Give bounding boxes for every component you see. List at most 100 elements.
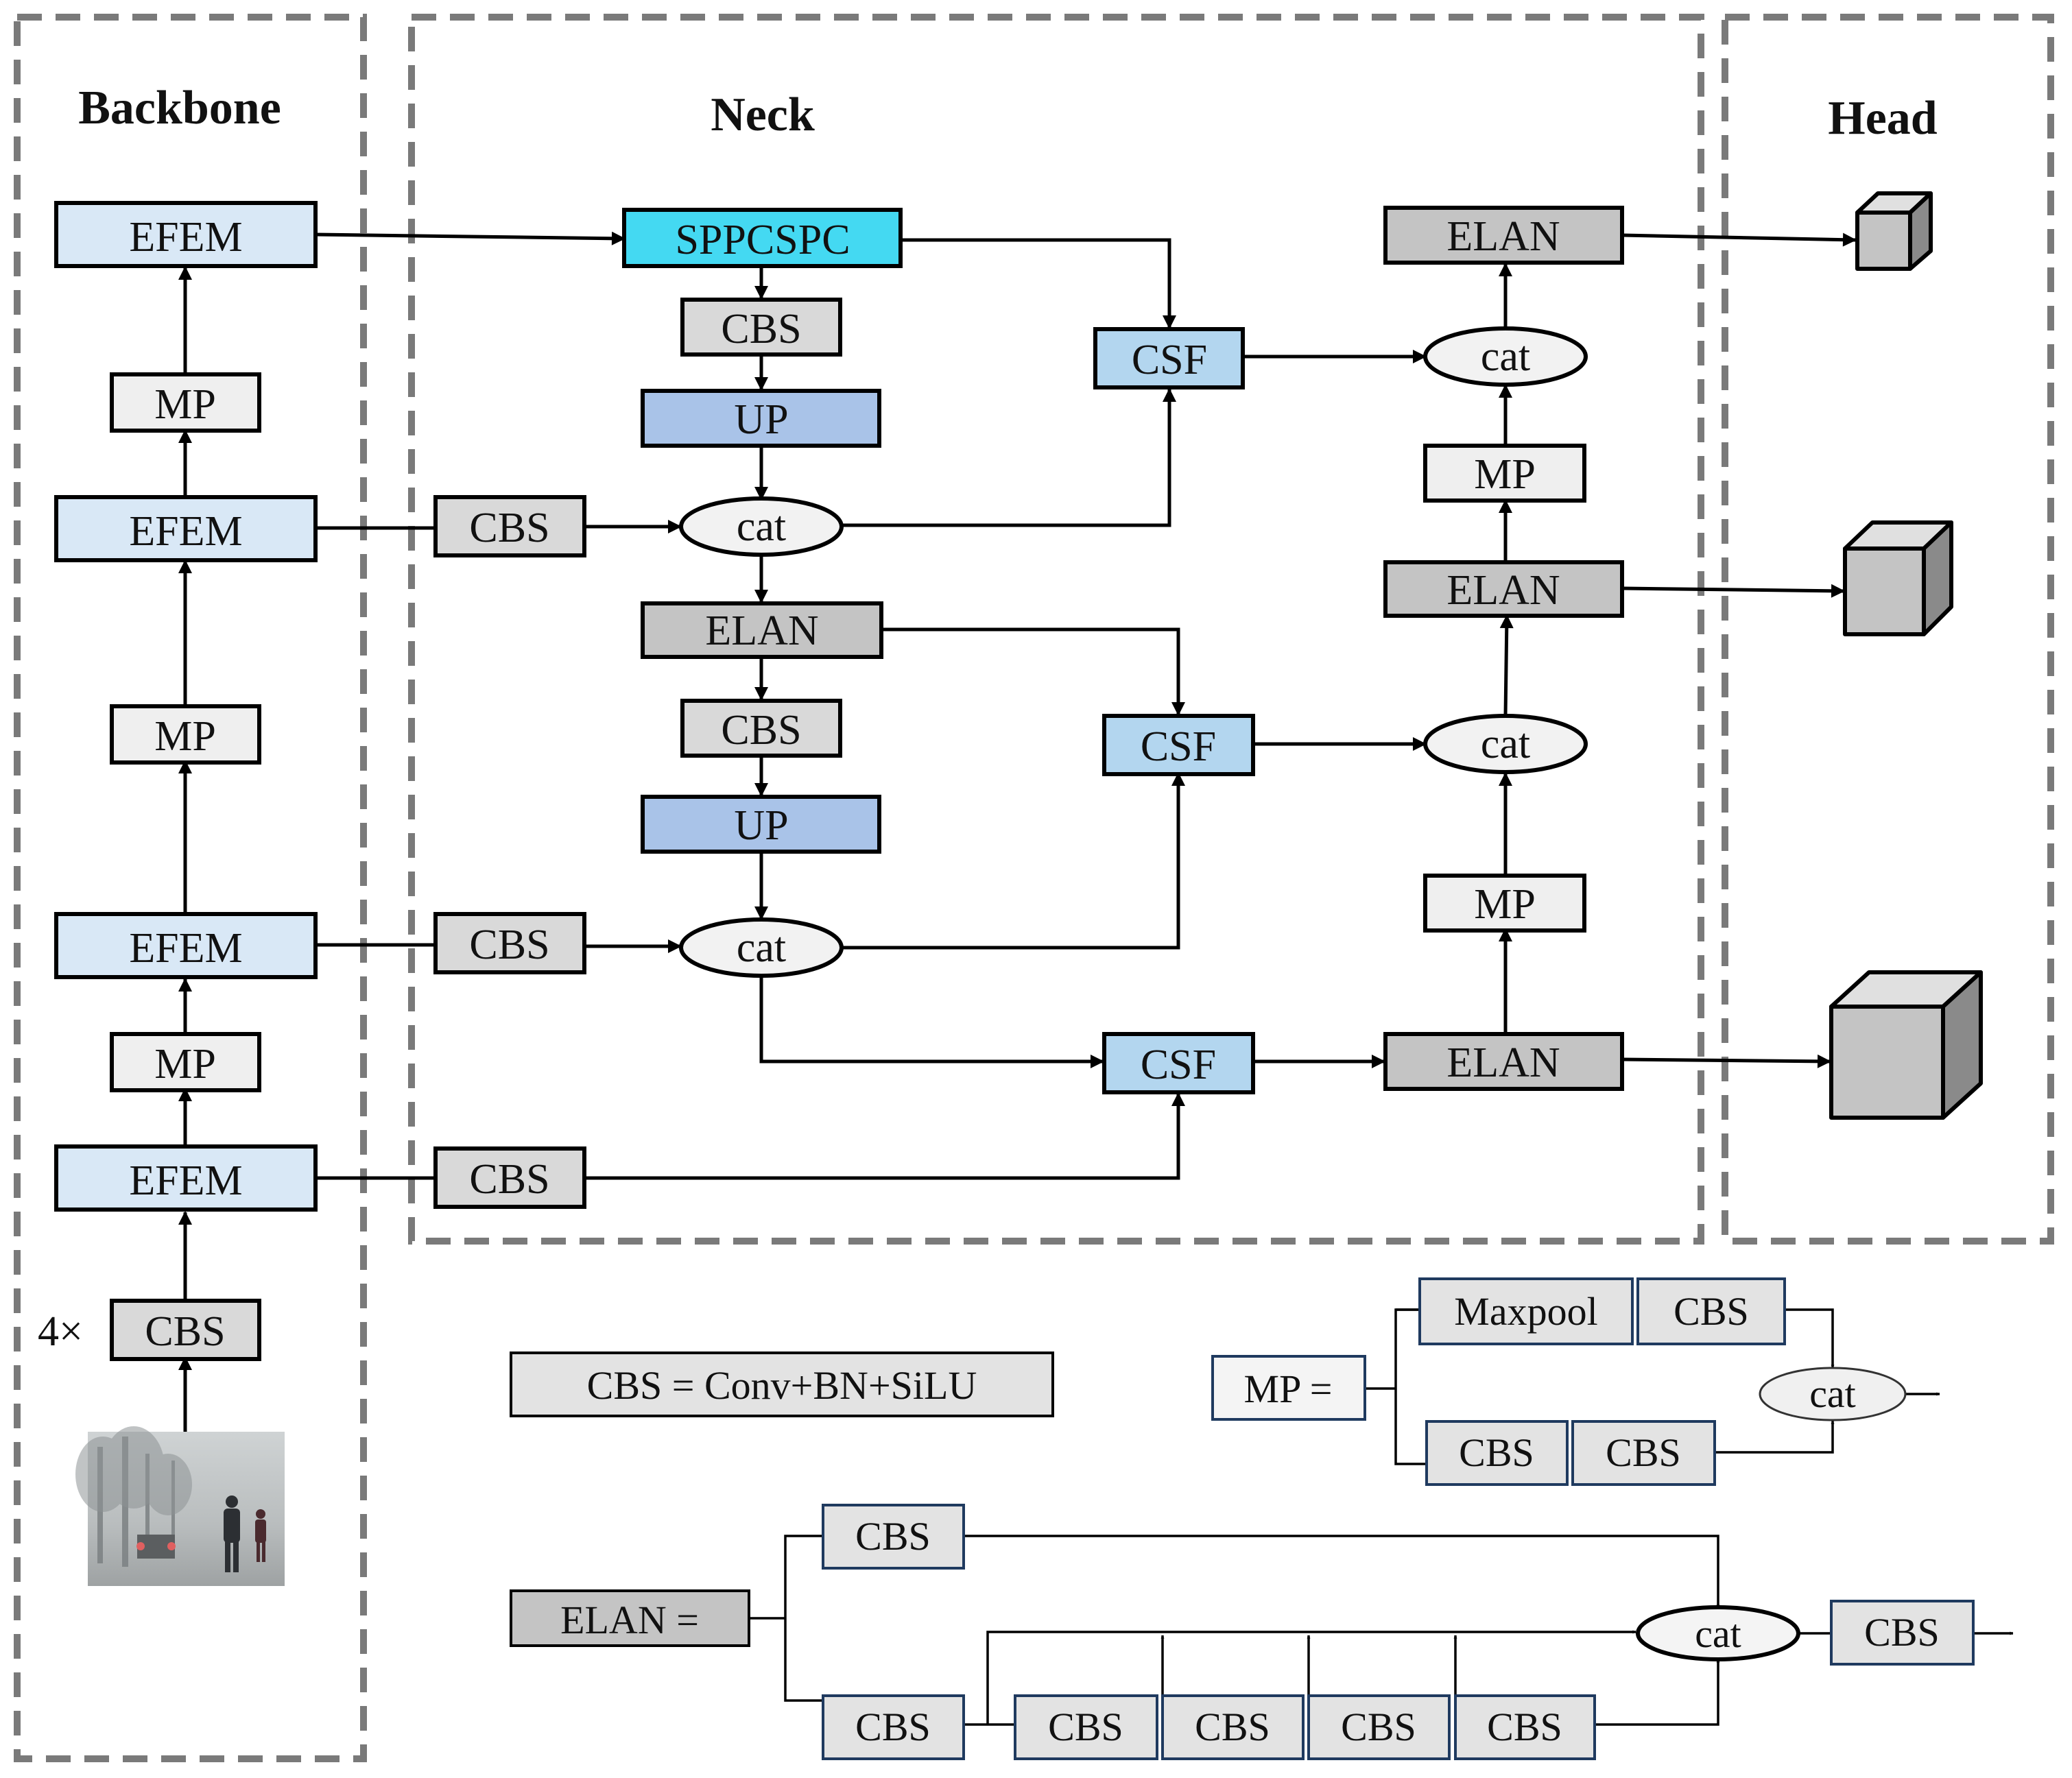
output-cube-large <box>1829 970 1983 1120</box>
elan-def-cbs-bottom <box>822 1694 965 1760</box>
neck-elan-2 <box>1383 206 1624 265</box>
cbs-definition-text: CBS = Conv+BN+SiLU <box>587 1363 977 1408</box>
cat-node-4-label: cat <box>1481 721 1530 767</box>
neck-elan-4 <box>1383 1032 1624 1091</box>
elan-def-cbs-out <box>1830 1600 1975 1666</box>
wire-cat2-to-csf3 <box>759 975 1104 1068</box>
mp-def-wire-top-out <box>1785 1308 1835 1369</box>
neck-cbs-2 <box>433 912 586 974</box>
cat-node-3-label: cat <box>1481 333 1530 380</box>
elan-def-cbs-chain-1 <box>1014 1694 1158 1760</box>
neck-cbs-5 <box>680 699 842 758</box>
input-cbs-block <box>110 1299 261 1361</box>
head-title: Head <box>1828 92 1938 145</box>
output-cube-medium <box>1843 520 1953 636</box>
legend-elan: ELAN = CBS CBS CBS CBS CBS CBS cat CBS <box>510 1504 2014 1760</box>
elan-def-wire-bypass <box>986 1630 1636 1725</box>
wire-spp-to-csf1 <box>901 238 1176 329</box>
neck-cbs-3 <box>433 1146 586 1209</box>
elan-def-wire-split <box>784 1535 823 1702</box>
wire-elan4-to-head-large <box>1621 1054 1831 1068</box>
neck-cbs-4-label: CBS <box>721 306 801 352</box>
csf-block-1-label: CSF <box>1132 337 1207 383</box>
mp-def-cbs-top <box>1636 1277 1786 1345</box>
elan-def-cbs-chain-4 <box>1454 1694 1596 1760</box>
wire-cbs-to-csf3 <box>584 1092 1185 1180</box>
efem-block-3-label: EFEM <box>129 925 242 972</box>
neck-frame <box>408 14 1704 1245</box>
neck-cbs-4 <box>680 298 842 357</box>
efem-block-4-label: EFEM <box>129 1157 242 1204</box>
elan-def-cbs-top-label: CBS <box>855 1514 931 1559</box>
cbs-definition-box <box>510 1351 1054 1417</box>
elan-def-label-box <box>510 1589 750 1647</box>
neck-mp-4 <box>1423 444 1586 503</box>
wire-elan3-to-head-medium <box>1621 584 1845 598</box>
mp-block-3 <box>110 1032 261 1092</box>
mp-def-cbs-bottom-1-label: CBS <box>1459 1430 1534 1475</box>
mp-block-3-label: MP <box>154 1041 216 1088</box>
neck-cbs-1-label: CBS <box>469 505 549 551</box>
efem-block-3 <box>54 912 318 979</box>
elan-def-cbs-out-label: CBS <box>1864 1610 1940 1655</box>
elan-def-cat-label: cat <box>1695 1611 1741 1656</box>
efem-block-2-label: EFEM <box>129 508 242 555</box>
up-block-2 <box>641 795 881 854</box>
head-frame <box>1722 14 2054 1245</box>
mp-block-2 <box>110 704 261 765</box>
wire-cat1-to-csf1 <box>842 388 1176 527</box>
neck-wires <box>315 231 1857 1180</box>
csf-block-3 <box>1102 1032 1255 1094</box>
mp-def-cat-label: cat <box>1809 1371 1856 1416</box>
neck-blocks: CBS CBS CBS SPPCSPC CBS UP cat ELAN CBS … <box>433 206 1624 1209</box>
up-block-1 <box>641 389 881 448</box>
mp-def-cbs-bottom-1 <box>1425 1420 1569 1486</box>
cat-node-1-label: cat <box>737 503 786 550</box>
csf-block-2 <box>1102 714 1255 776</box>
output-cube-small <box>1855 191 1933 271</box>
efem-block-1-label: EFEM <box>129 214 242 261</box>
efem-block-1 <box>54 201 318 268</box>
mp-def-cat <box>1759 1367 1907 1421</box>
csf-block-1 <box>1093 327 1245 389</box>
wire-elan1-to-csf2 <box>881 627 1185 716</box>
elan-def-cbs-chain-2-label: CBS <box>1195 1705 1270 1749</box>
neck-cbs-2-label: CBS <box>469 922 549 968</box>
wire-elan2-to-head-small <box>1621 232 1857 247</box>
wire-cat4-to-elan3 <box>1499 614 1514 716</box>
cat-node-3 <box>1423 326 1588 387</box>
neck-elan-2-label: ELAN <box>1446 213 1560 260</box>
elan-def-cbs-bottom-label: CBS <box>855 1705 931 1749</box>
neck-cbs-5-label: CBS <box>721 707 801 754</box>
neck-elan-1-label: ELAN <box>705 608 818 654</box>
mp-def-label: MP = <box>1244 1367 1333 1411</box>
up-block-1-label: UP <box>734 396 788 443</box>
legend-mp: MP = Maxpool CBS CBS CBS cat <box>1211 1277 1940 1486</box>
sppcspc-block <box>622 208 903 268</box>
neck-elan-3-label: ELAN <box>1446 567 1560 614</box>
elan-def-cbs-top <box>822 1504 965 1570</box>
mp-def-cbs-bottom-2 <box>1571 1420 1716 1486</box>
csf-block-3-label: CSF <box>1141 1042 1216 1088</box>
elan-def-wire-last <box>1595 1659 1720 1726</box>
input-cbs-block-label: CBS <box>145 1308 225 1355</box>
mp-block-1-label: MP <box>154 381 216 428</box>
elan-def-cbs-chain-3 <box>1307 1694 1451 1760</box>
mp-def-cbs-bottom-2-label: CBS <box>1606 1430 1681 1475</box>
neck-mp-4-label: MP <box>1474 451 1536 498</box>
neck-mp-5 <box>1423 874 1586 933</box>
mp-def-label-box <box>1211 1355 1366 1421</box>
elan-def-label: ELAN = <box>560 1598 699 1642</box>
neck-mp-5-label: MP <box>1474 881 1536 928</box>
elan-def-wire-top <box>964 1535 1720 1609</box>
elan-def-cbs-chain-2 <box>1161 1694 1305 1760</box>
mp-def-maxpool <box>1418 1277 1634 1345</box>
csf-block-2-label: CSF <box>1141 723 1216 770</box>
efem-block-4 <box>54 1144 318 1212</box>
neck-cbs-1 <box>433 495 586 557</box>
backbone-blocks: EFEM MP EFEM MP EFEM MP EFEM CBS 4× <box>38 201 318 1361</box>
head-outputs <box>1829 191 1983 1120</box>
elan-def-cat <box>1636 1605 1800 1661</box>
neck-title: Neck <box>711 88 815 141</box>
